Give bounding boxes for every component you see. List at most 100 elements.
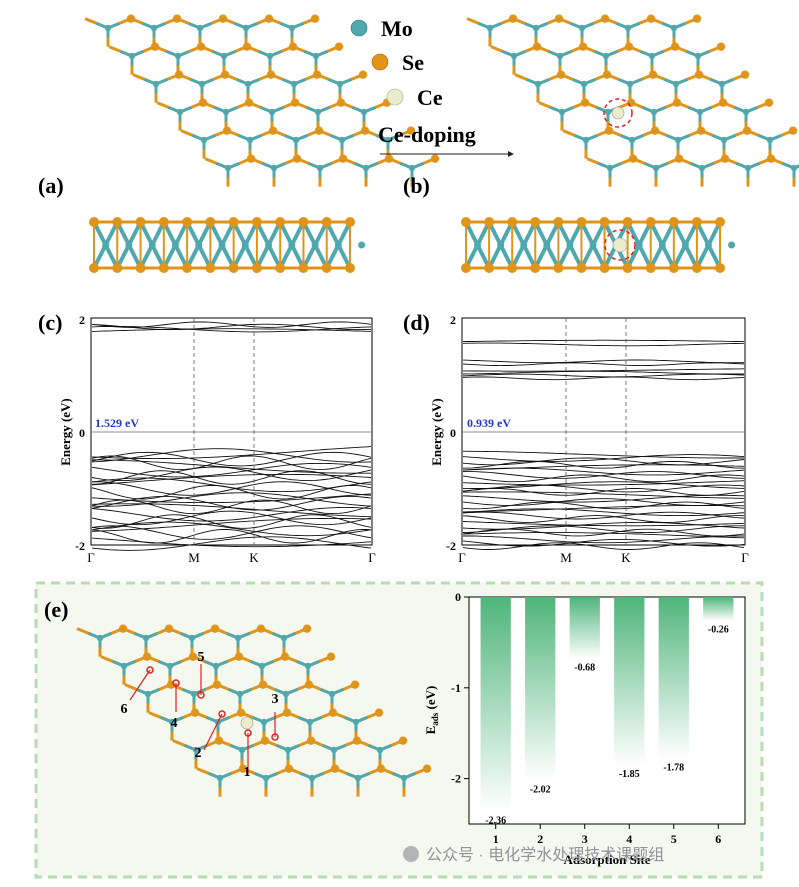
ce-doping-arrowhead: [508, 151, 514, 157]
band-line: [462, 542, 745, 550]
se-atom: [330, 764, 340, 773]
mo-atom: [148, 241, 156, 249]
se-atom: [645, 263, 656, 273]
se-atom: [715, 263, 725, 273]
mo-atom: [125, 241, 133, 249]
site-dot-6: [146, 666, 154, 674]
mo-atom: [171, 241, 179, 249]
atom-legend: Mo Se Ce Ce-doping: [350, 16, 514, 157]
band-line: [91, 492, 372, 507]
band-d-xtick-gamma-1: Γ: [458, 550, 466, 565]
band-c-frame: [90, 317, 373, 546]
mo-atom: [268, 108, 276, 116]
band-line: [462, 376, 745, 381]
band-line: [462, 508, 745, 517]
se-atom: [599, 263, 610, 273]
se-atom: [345, 217, 355, 227]
se-atom: [150, 42, 160, 51]
mo-atom: [698, 164, 706, 172]
se-atom: [622, 263, 633, 273]
mo-atom: [192, 746, 200, 754]
mo-atom: [604, 108, 612, 116]
se-atom: [599, 217, 610, 227]
mo-atom: [408, 164, 416, 172]
mo-atom: [360, 108, 368, 116]
band-line: [91, 499, 372, 515]
mo-atom: [312, 52, 320, 60]
band-line: [463, 535, 744, 544]
band-line: [462, 484, 745, 493]
mo-atom: [120, 662, 128, 670]
mo-atom: [308, 774, 316, 782]
se-atom: [298, 217, 309, 227]
lattice-atoms: [104, 14, 440, 172]
se-atom: [576, 263, 587, 273]
mo-atom: [532, 24, 540, 32]
mo-atom: [602, 52, 610, 60]
se-atom: [118, 624, 128, 633]
se-atom: [89, 217, 99, 227]
band-line: [91, 517, 372, 532]
mo-atom: [316, 164, 324, 172]
se-atom: [507, 263, 518, 273]
band-line: [91, 466, 372, 482]
se-atom: [338, 154, 348, 163]
se-atom: [532, 42, 542, 51]
mo-atom: [311, 241, 319, 249]
se-atom: [334, 42, 344, 51]
se-atom: [275, 217, 286, 227]
mo-atom: [195, 241, 203, 249]
site-arrow-2: [203, 713, 223, 751]
se-atom: [670, 42, 680, 51]
se-atom: [374, 708, 384, 717]
band-line: [462, 339, 745, 343]
panel-label-b: (b): [403, 173, 430, 198]
mo-atom: [578, 24, 586, 32]
mo-atom: [196, 24, 204, 32]
mo-atom: [635, 241, 643, 249]
mo-atom: [658, 241, 666, 249]
mo-atom: [400, 774, 408, 782]
se-atom: [622, 217, 633, 227]
band-line: [91, 323, 372, 331]
mo-atom: [589, 241, 597, 249]
se-atom: [164, 624, 174, 633]
se-atom: [188, 652, 198, 661]
bar-value-label-6: -0.26: [708, 625, 729, 636]
bar-site-2: [525, 597, 556, 781]
mo-atom: [766, 136, 774, 144]
se-atom: [268, 126, 278, 135]
mo-atom: [270, 164, 278, 172]
band-line: [462, 359, 745, 364]
mo-atom: [212, 662, 220, 670]
se-atom: [172, 14, 182, 23]
se-atom: [556, 70, 566, 79]
bar-site-5: [658, 597, 689, 759]
bar-site-6: [703, 597, 734, 621]
band-c-ylabel: Energy (eV): [58, 398, 73, 466]
se-atom: [461, 217, 471, 227]
site-label-4: 4: [171, 716, 178, 731]
se-atom: [718, 98, 728, 107]
bar-site-4: [614, 597, 645, 765]
mo-atom: [280, 634, 288, 642]
se-atom: [234, 652, 244, 661]
mose2-side-view-pristine: [89, 217, 366, 273]
mo-atom: [704, 241, 712, 249]
se-atom: [126, 14, 136, 23]
band-c-xtick-gamma-2: Γ: [368, 550, 376, 565]
ce-atom: [611, 106, 625, 120]
mo-atom: [626, 80, 634, 88]
mo-legend-label: Mo: [381, 16, 413, 41]
mo-legend-atom: [350, 19, 368, 37]
mo-atom: [648, 52, 656, 60]
ce-dopant-highlight-top: [603, 98, 633, 128]
watermark: 公众号 · 电化学水处理技术课题组: [403, 846, 664, 864]
band-line: [91, 537, 372, 548]
band-c-xtick-k: K: [249, 550, 259, 565]
side-atoms: [461, 217, 736, 273]
site-dot-4: [172, 679, 180, 687]
band-c-ytick-bottom: -2: [75, 539, 85, 553]
mo-atom: [674, 136, 682, 144]
